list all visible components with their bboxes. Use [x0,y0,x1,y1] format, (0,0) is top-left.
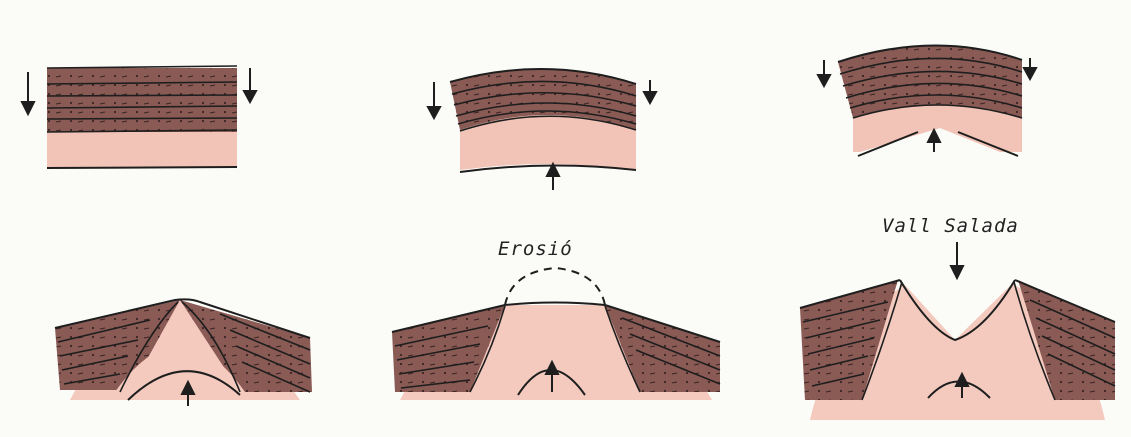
label-vall-salada: Vall Salada [882,215,1019,237]
panel-stage-3 [818,45,1036,156]
down-arrow-icon [22,72,34,114]
down-arrow-icon [1024,58,1036,79]
panel-stage-6: Vall Salada [800,215,1115,420]
down-arrow-icon [428,82,440,118]
panel-stage-4 [55,299,312,406]
up-arrow-icon [547,164,559,190]
eroded-outline [505,268,605,305]
down-arrow-icon [644,80,656,103]
panel-stage-1 [22,66,256,168]
down-arrow-icon [951,242,963,278]
panel-stage-2 [428,69,656,190]
label-erosio: Erosió [498,238,573,260]
down-arrow-icon [244,68,256,102]
panel-stage-5: Erosió [392,238,720,400]
up-arrow-icon [928,130,940,152]
salt-layer [47,132,237,168]
down-arrow-icon [818,60,830,86]
sediment-strata [47,68,237,132]
